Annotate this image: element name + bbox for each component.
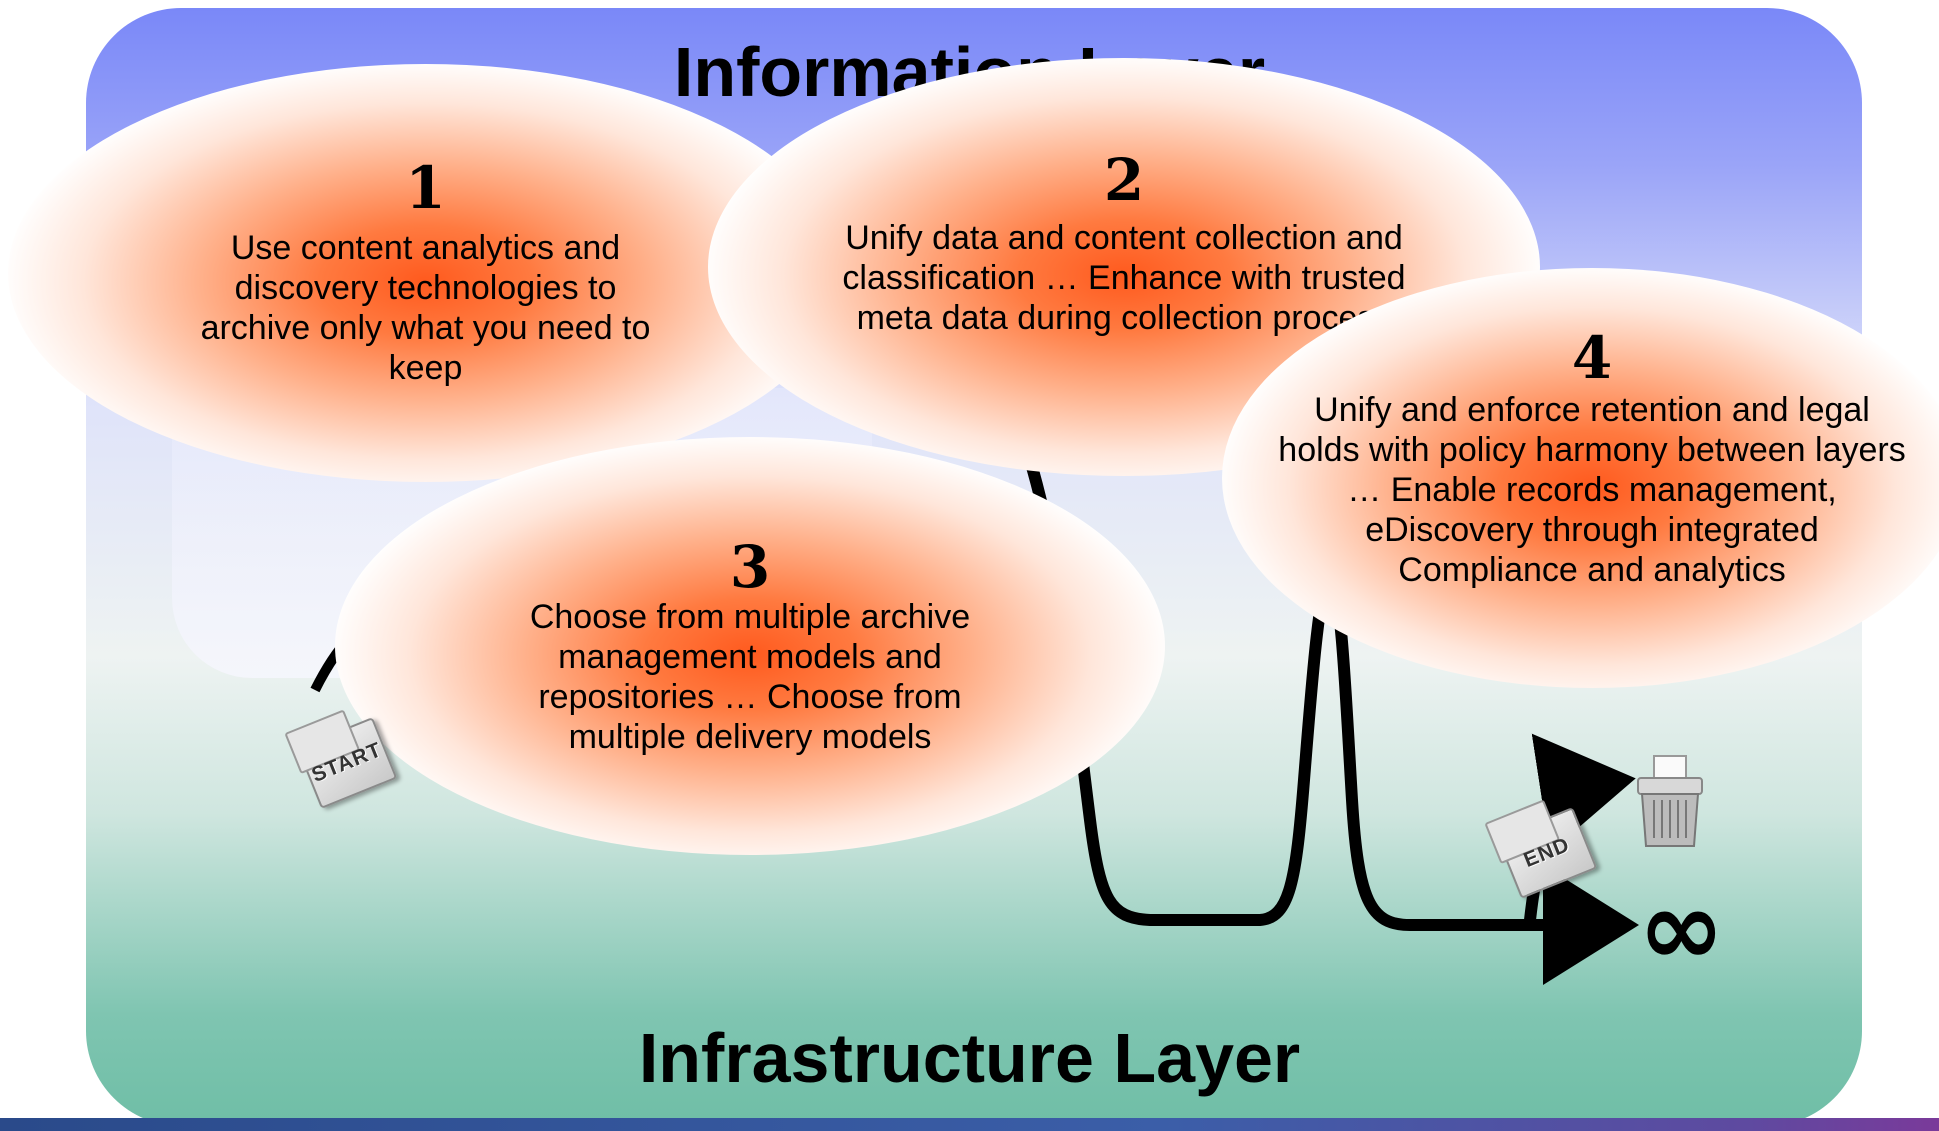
shredder-icon [1637, 755, 1703, 847]
step-description: Unify and enforce retention and legal ho… [1278, 391, 1906, 589]
step-number: 4 [1571, 324, 1613, 392]
step-number: 1 [405, 154, 446, 222]
step-description: Choose from multiple archive management … [529, 598, 971, 756]
bottom-bar [0, 1118, 1939, 1131]
step-bubble-4: 4 Unify and enforce retention and legal … [1222, 268, 1939, 688]
step-number: 3 [729, 533, 771, 601]
step-number: 2 [1103, 146, 1145, 214]
infrastructure-layer-title: Infrastructure Layer [638, 1019, 1301, 1097]
start-label: START [308, 738, 386, 787]
end-label: END [1520, 833, 1574, 873]
step-description: Use content analytics and discovery tech… [200, 229, 651, 387]
infinity-symbol: ∞ [1638, 867, 1725, 989]
step-bubble-1: 1 Use content analytics and discovery te… [8, 64, 843, 482]
step-bubble-3: 3 Choose from multiple archive managemen… [335, 437, 1165, 855]
step-description: Unify data and content collection and cl… [842, 219, 1406, 337]
